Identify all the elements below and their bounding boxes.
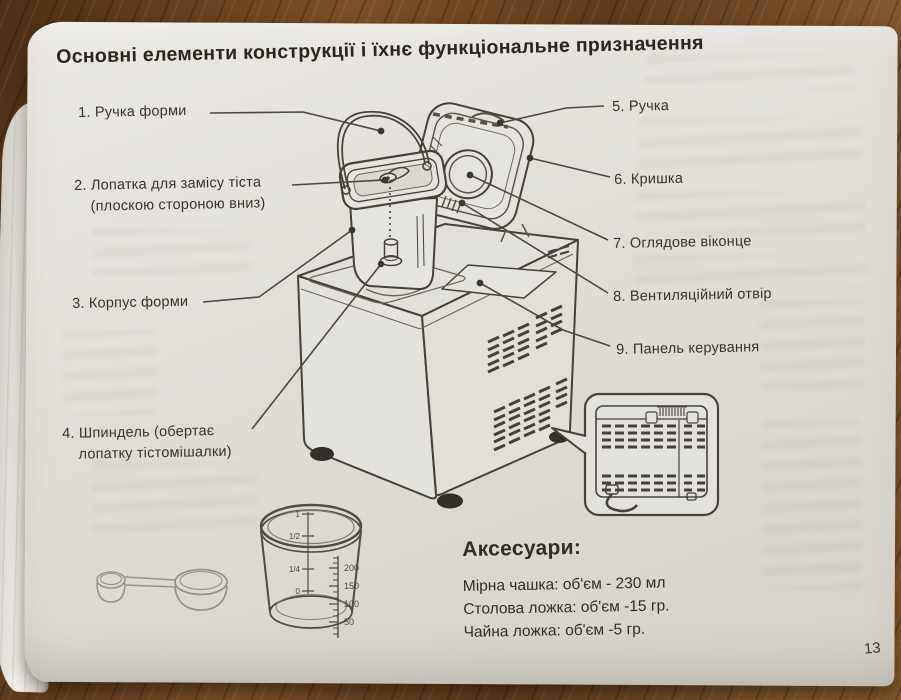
leader-line-6 xyxy=(529,157,611,178)
part-label-8: 8. Вентиляційний отвір xyxy=(613,285,772,305)
bottom-vent-slots xyxy=(602,424,705,492)
tablespoon-bowl xyxy=(174,568,228,596)
spindle xyxy=(379,238,403,267)
cup-inner-scale-ticks xyxy=(302,512,314,594)
bottom-vent-grille xyxy=(657,406,687,416)
anchor-dot-6 xyxy=(526,154,534,162)
part-label-3: 3. Корпус форми xyxy=(72,293,189,312)
cup-scale-value: 50 xyxy=(344,617,354,627)
part-label-7: 7. Оглядове віконце xyxy=(613,233,752,252)
part-label-5: 5. Ручка xyxy=(612,97,670,115)
side-vent-slots-lower xyxy=(493,377,568,452)
lid-handle xyxy=(471,112,505,122)
machine-foot xyxy=(310,447,334,461)
callout-pointer xyxy=(551,427,587,455)
pan-handle xyxy=(336,110,430,190)
machine-bottom-plate xyxy=(595,405,708,498)
machine-foot xyxy=(437,493,463,509)
leader-line-9 xyxy=(479,282,611,347)
lid-hinge xyxy=(500,223,530,243)
cup-scale-value: 150 xyxy=(344,581,359,591)
anchor-dot-3 xyxy=(348,226,356,234)
leader-line-7 xyxy=(469,174,609,241)
part-label-6: 6. Кришка xyxy=(614,170,684,188)
cup-scale-value: 200 xyxy=(344,563,359,573)
teaspoon-bowl xyxy=(96,571,126,589)
lid-grip-texture xyxy=(432,112,509,129)
bottom-view-callout xyxy=(551,392,720,517)
accessory-item: Чайна ложка: об'єм -5 гр. xyxy=(463,620,646,641)
bottom-foot-tab xyxy=(686,492,697,501)
cup-scale-value: 100 xyxy=(344,599,359,609)
cup-inner-scale-value: 1/4 xyxy=(289,565,301,574)
spoon-handle xyxy=(124,576,177,588)
anchor-dot-2 xyxy=(381,176,389,184)
anchor-dot-5 xyxy=(496,119,504,127)
part-label-2: 2. Лопатка для замісу тіста (плоскою сто… xyxy=(74,174,266,215)
leader-line-3 xyxy=(202,229,353,303)
page-number: 13 xyxy=(863,639,882,658)
accessories-section: Аксесуари: Мірна чашка: об'єм - 230 мл С… xyxy=(462,534,670,644)
power-cord xyxy=(605,493,639,513)
side-vent-slots-upper xyxy=(487,304,563,374)
anchor-dot-4 xyxy=(377,260,385,268)
leader-line-5 xyxy=(499,105,605,124)
leader-lines xyxy=(202,105,611,430)
top-vent-slots xyxy=(547,245,570,259)
pan-bay xyxy=(308,256,466,304)
control-panel xyxy=(441,264,557,299)
cup-inner-scale-value: 0 xyxy=(296,587,301,596)
accessories-heading: Аксесуари: xyxy=(462,535,582,561)
lid-details xyxy=(429,112,530,243)
cup-inner-scale-value: 1/2 xyxy=(289,532,301,541)
machine-body xyxy=(297,223,579,509)
lid-vent-slots xyxy=(441,195,462,214)
anchor-dot-1 xyxy=(377,127,385,135)
measuring-spoon xyxy=(96,568,228,611)
leader-line-8 xyxy=(461,202,609,294)
leader-line-1 xyxy=(209,111,382,132)
part-label-4: 4. Шпиндель (обертає лопатку тістомішалк… xyxy=(62,423,232,463)
bread-pan xyxy=(336,110,448,291)
anchor-dot-8 xyxy=(458,199,466,207)
measuring-cup: 200 150 100 50 1 1/2 1/4 0 xyxy=(259,503,363,638)
leader-line-2 xyxy=(291,179,385,186)
part-label-1: 1. Ручка форми xyxy=(78,102,187,121)
anchor-dot-9 xyxy=(476,279,484,287)
leader-line-4 xyxy=(251,263,382,430)
cup-inner-scale-value: 1 xyxy=(296,510,301,519)
pan-body xyxy=(349,197,438,291)
part-label-9: 9. Панель керування xyxy=(616,339,760,358)
anchor-dot-7 xyxy=(466,171,474,179)
